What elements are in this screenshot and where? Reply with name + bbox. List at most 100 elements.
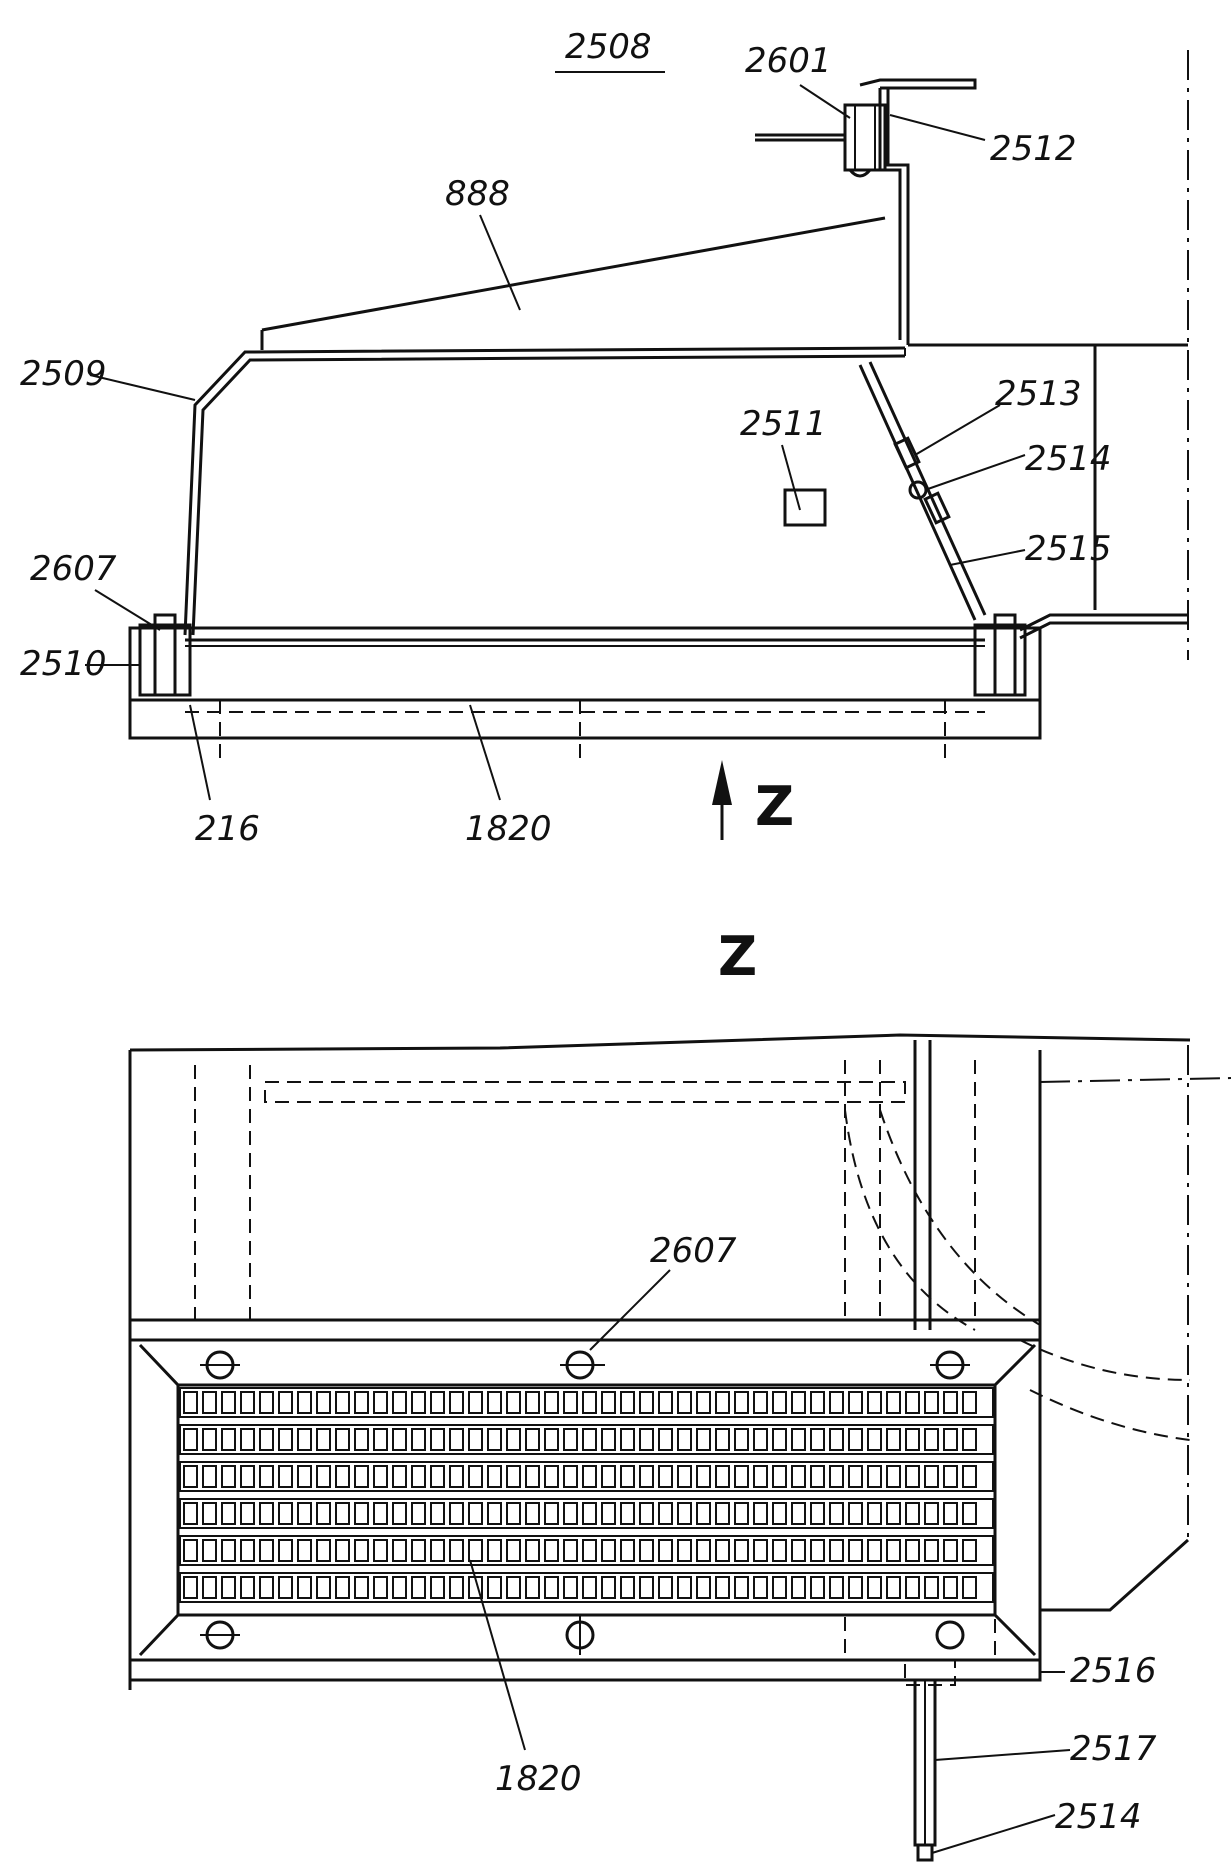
grate-cell <box>696 1391 711 1414</box>
grate-cell <box>810 1428 825 1451</box>
grate-cell <box>753 1465 768 1488</box>
grate-cell <box>886 1539 901 1562</box>
grate-cell <box>772 1576 787 1599</box>
grate-cell <box>449 1428 464 1451</box>
grate-cell <box>924 1539 939 1562</box>
grate-cell <box>582 1391 597 1414</box>
grate-cell <box>886 1391 901 1414</box>
grate-cell <box>753 1428 768 1451</box>
grate-cell <box>183 1428 198 1451</box>
grate-cell <box>620 1539 635 1562</box>
grate-cell <box>240 1465 255 1488</box>
grate-cell <box>658 1576 673 1599</box>
grate-cell <box>544 1539 559 1562</box>
grate-cell <box>791 1576 806 1599</box>
title-z: Z <box>718 925 757 988</box>
hood-2509 <box>183 346 906 636</box>
label-2508: 2508 <box>565 27 652 67</box>
grate-cell <box>240 1576 255 1599</box>
grate-row <box>179 1424 994 1455</box>
grate-cell <box>468 1391 483 1414</box>
grate-cell <box>848 1576 863 1599</box>
grate-cell <box>943 1576 958 1599</box>
label-2510: 2510 <box>20 644 107 684</box>
grate-cell <box>525 1502 540 1525</box>
grate-cell <box>734 1428 749 1451</box>
grate-cell <box>354 1576 369 1599</box>
grate-cell <box>563 1391 578 1414</box>
grate-cell <box>639 1428 654 1451</box>
grate-cell <box>411 1391 426 1414</box>
grate-cell <box>563 1502 578 1525</box>
label-2515: 2515 <box>1025 529 1112 569</box>
grate-cell <box>639 1576 654 1599</box>
grate-cell <box>430 1539 445 1562</box>
grate-cell <box>411 1502 426 1525</box>
grate-cell <box>183 1465 198 1488</box>
grate-cell <box>202 1391 217 1414</box>
grate-cell <box>221 1391 236 1414</box>
grate-cell <box>905 1502 920 1525</box>
grate-cell <box>430 1391 445 1414</box>
grate-cell <box>525 1539 540 1562</box>
grate-cell <box>772 1539 787 1562</box>
grate-cell <box>316 1539 331 1562</box>
grate-cell <box>468 1428 483 1451</box>
grate-cell <box>867 1465 882 1488</box>
grate-cell <box>487 1391 502 1414</box>
label-2513: 2513 <box>995 374 1082 414</box>
grate-cell <box>392 1502 407 1525</box>
grate-cell <box>848 1465 863 1488</box>
grate-cell <box>183 1576 198 1599</box>
grate-cell <box>715 1539 730 1562</box>
grate-cell <box>582 1576 597 1599</box>
grate-cell <box>278 1539 293 1562</box>
label-2517: 2517 <box>1070 1729 1157 1769</box>
grate-cell <box>715 1502 730 1525</box>
grate-cell <box>696 1576 711 1599</box>
grate-cell <box>316 1576 331 1599</box>
leader-lines <box>85 84 1026 801</box>
grate-cell <box>297 1539 312 1562</box>
grate-cell <box>487 1465 502 1488</box>
grate-cell <box>563 1576 578 1599</box>
grate-cell <box>620 1428 635 1451</box>
grate-cell <box>506 1391 521 1414</box>
label-z-arrow: Z <box>755 775 794 838</box>
grate-cell <box>525 1576 540 1599</box>
grate-cell <box>373 1428 388 1451</box>
grate-cell <box>867 1576 882 1599</box>
grate-cell <box>924 1391 939 1414</box>
grate-cell <box>468 1539 483 1562</box>
grate-cell <box>848 1391 863 1414</box>
grate-cell <box>848 1502 863 1525</box>
grate-cell <box>772 1465 787 1488</box>
grate-cell <box>905 1465 920 1488</box>
grate-cell <box>392 1576 407 1599</box>
grate-cell <box>430 1428 445 1451</box>
grate-cell <box>221 1539 236 1562</box>
grate-cell <box>924 1502 939 1525</box>
inspection-window-2511 <box>783 488 827 527</box>
grate-cell <box>221 1465 236 1488</box>
grate-cell <box>259 1576 274 1599</box>
grate-cell <box>715 1428 730 1451</box>
grate-cell <box>297 1576 312 1599</box>
grate-cell <box>696 1465 711 1488</box>
grate-cell <box>715 1576 730 1599</box>
grate-cell <box>962 1502 977 1525</box>
grate-cell <box>335 1539 350 1562</box>
grate-cell <box>886 1465 901 1488</box>
grate-cell <box>791 1428 806 1451</box>
grate-cell <box>430 1576 445 1599</box>
grate-cell <box>772 1391 787 1414</box>
grate-cell <box>278 1576 293 1599</box>
grate-cell <box>487 1539 502 1562</box>
grate-cell <box>829 1465 844 1488</box>
grate-cell <box>183 1391 198 1414</box>
grate-cell <box>468 1502 483 1525</box>
grate-cell <box>582 1539 597 1562</box>
grate-cell <box>734 1576 749 1599</box>
grate-cell <box>544 1502 559 1525</box>
